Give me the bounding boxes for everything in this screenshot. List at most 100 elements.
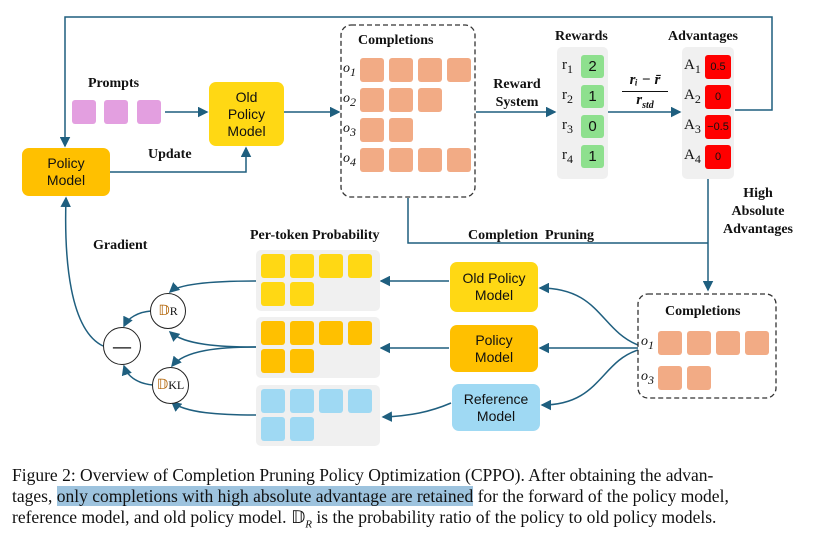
completion-token [389, 118, 413, 142]
probability-token [319, 321, 343, 345]
old-policy-model-box: Old Policy Model [209, 82, 284, 146]
advantage-value: 0 [705, 145, 731, 169]
caption-line-3: reference model, and old policy model. 𝔻… [12, 507, 717, 531]
reference-model-label: Reference Model [463, 390, 529, 424]
advantage-value: −0.5 [705, 115, 731, 139]
probability-token [290, 282, 314, 306]
gradient-label: Gradient [93, 238, 148, 253]
minus-node: — [103, 327, 141, 365]
probability-token [261, 321, 285, 345]
advantages-title: Advantages [668, 29, 739, 44]
reward-system-label: Reward System [493, 77, 541, 110]
update-label: Update [148, 147, 192, 162]
probability-token [290, 321, 314, 345]
advantage-value: 0 [705, 85, 731, 109]
normalization-formula: rᵢ − r̄ rstd [622, 72, 668, 111]
completion-row-label: o1 [641, 334, 654, 352]
completions2-dashed-box [637, 293, 777, 399]
rewards-title: Rewards [555, 29, 608, 44]
probability-token [348, 321, 372, 345]
to-reference-arrow [540, 349, 639, 411]
arrows [59, 16, 777, 422]
completion-row-label: o2 [343, 91, 356, 109]
reference-to-panel-arrow [381, 402, 452, 422]
reward-label: r4 [562, 147, 573, 166]
probability-token [261, 349, 285, 373]
completion-token [418, 88, 442, 112]
completion-token [389, 88, 413, 112]
reference-model-box: Reference Model [452, 384, 540, 431]
highlighted-text[interactable]: only completions with high absolute adva… [56, 486, 474, 506]
per-token-probability-title: Per-token Probability [250, 228, 380, 243]
policy-model-label-2: Policy Model [474, 331, 514, 365]
reward-value: 1 [581, 145, 604, 168]
completion-row-label: o3 [641, 369, 654, 387]
caption-line-1: Figure 2: Overview of Completion Pruning… [12, 465, 714, 485]
prompt-token [72, 100, 96, 124]
high-absolute-advantages-label: High Absolute Advantages [722, 186, 793, 237]
probability-token [290, 417, 314, 441]
update-arrow [110, 146, 252, 173]
caption-line-2: tages, only completions with high absolu… [12, 486, 729, 506]
completion-token [687, 366, 711, 390]
reward-label: r3 [562, 117, 573, 136]
completion-token [418, 58, 442, 82]
old-policy-model-label-2: Old Policy Model [462, 270, 526, 303]
old-policy-model-label: Old Policy Model [227, 88, 266, 139]
completion-token [389, 148, 413, 172]
reward-value: 0 [581, 115, 604, 138]
to-old-policy-arrow [538, 282, 639, 346]
probability-token [290, 254, 314, 278]
completion-token [360, 148, 384, 172]
advantage-label: A3 [684, 117, 701, 136]
probability-token [261, 389, 285, 413]
completion-token [447, 148, 471, 172]
completion-token [447, 58, 471, 82]
completion-token [418, 148, 442, 172]
formula-denominator: rstd [636, 92, 654, 111]
completion-row-label: o1 [343, 61, 356, 79]
completion-token [745, 331, 769, 355]
completion-token [360, 88, 384, 112]
pruning-line [407, 198, 708, 244]
advantage-label: A2 [684, 87, 701, 106]
probability-token [290, 349, 314, 373]
probability-token [348, 389, 372, 413]
completion-token [389, 58, 413, 82]
advantage-label: A4 [684, 147, 701, 166]
formula-numerator: rᵢ − r̄ [622, 72, 668, 92]
advantage-label: A1 [684, 57, 701, 76]
reward-label: r2 [562, 87, 573, 106]
completions-dashed-box [340, 24, 476, 198]
completion-token [658, 331, 682, 355]
reward-label: r1 [562, 57, 573, 76]
probability-token [261, 417, 285, 441]
prompt-token [137, 100, 161, 124]
completion-token [360, 118, 384, 142]
completion-pruning-label: Completion Pruning [468, 228, 595, 243]
completion-token [687, 331, 711, 355]
completion-row-label: o4 [343, 151, 356, 169]
feedback-arrow [59, 16, 773, 148]
completions-title: Completions [358, 33, 434, 48]
probability-token [290, 389, 314, 413]
completions2-title: Completions [665, 304, 741, 319]
prompt-token [104, 100, 128, 124]
probability-token [348, 254, 372, 278]
probability-token [261, 254, 285, 278]
old-policy-model-box-2: Old Policy Model [450, 262, 538, 312]
policy-model-box-2: Policy Model [450, 325, 538, 372]
probability-token [319, 389, 343, 413]
policy-model-label: Policy Model [46, 155, 86, 188]
probability-token [261, 282, 285, 306]
completion-row-label: o3 [343, 121, 356, 139]
prompts-label: Prompts [88, 76, 140, 91]
probability-token [319, 254, 343, 278]
completion-token [658, 366, 682, 390]
gradient-arrow [60, 196, 104, 347]
reward-value: 2 [581, 55, 604, 78]
advantage-value: 0.5 [705, 55, 731, 79]
completion-token [716, 331, 740, 355]
